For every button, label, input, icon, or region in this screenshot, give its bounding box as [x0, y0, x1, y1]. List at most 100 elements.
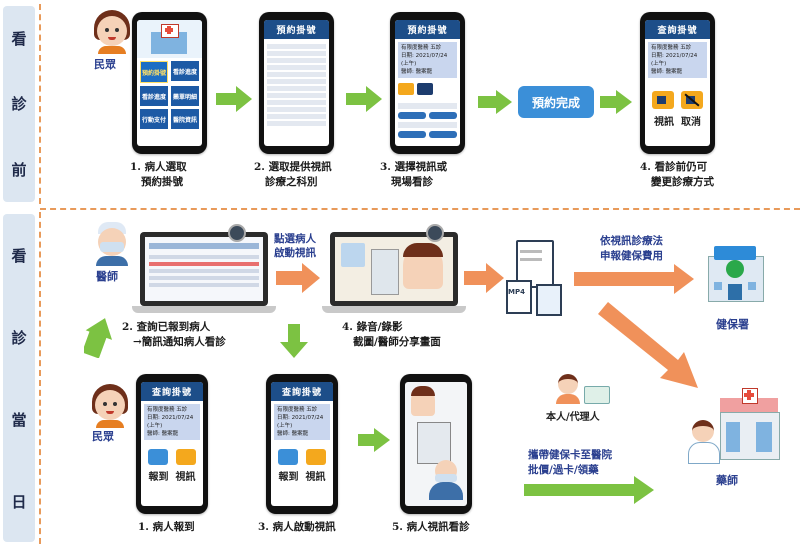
- click-patient-label: 點選病人 啟動視訊: [274, 233, 316, 259]
- info-line: 日期: 2021/07/24: [147, 415, 194, 421]
- appointment-info: 有限度醫務 五診 日期: 2021/07/24 (上午) 醫師: 醫案龍: [398, 42, 457, 78]
- caption-step1: 1. 病人選取 預約掛號: [130, 161, 187, 188]
- checkin-video-label: 報到 視訊: [148, 472, 196, 483]
- checkin-icon[interactable]: [148, 449, 168, 465]
- doctor-laptop-video: [322, 224, 466, 316]
- patient-label: 民眾: [92, 430, 114, 443]
- arrow-down-icon: [280, 324, 308, 358]
- sidebar-char: 看: [11, 246, 27, 265]
- department-list: [264, 39, 329, 131]
- nhi-card-icon: [584, 386, 610, 404]
- sidebar-char: 診: [11, 95, 27, 114]
- hospital-icon: [137, 20, 202, 58]
- arrow-right-icon: [478, 90, 512, 114]
- sidebar-char: 當: [11, 410, 27, 429]
- phone-video-consult: [400, 374, 472, 514]
- mp4-label: MP4: [508, 288, 525, 296]
- phone-choose-mode: 預約掛號 有限度醫務 五診 日期: 2021/07/24 (上午) 醫師: 醫案…: [390, 12, 465, 154]
- pharmacy-building-icon: [712, 388, 784, 468]
- phone-title: 查詢掛號: [141, 382, 203, 401]
- sidebar-visit-day: 看 診 當 日: [3, 214, 35, 542]
- info-line: 日期: 2021/07/24: [277, 415, 324, 421]
- section-divider: [40, 208, 800, 210]
- sidebar-char: 診: [11, 328, 27, 347]
- info-line: 醫師: 醫案龍: [651, 69, 683, 75]
- phone-start-video: 查詢掛號 有限度醫務 五診 日期: 2021/07/24 (上午) 醫師: 醫案…: [266, 374, 338, 514]
- patient-label: 民眾: [94, 58, 116, 71]
- info-line: (上午): [147, 423, 163, 429]
- arrow-right-icon: [346, 86, 382, 112]
- sidebar-before-visit: 看 診 前: [3, 6, 35, 202]
- divider-vertical: [39, 212, 41, 544]
- video-camera-icon[interactable]: [651, 91, 674, 109]
- info-line: 日期: 2021/07/24: [651, 53, 698, 59]
- checkin-icon[interactable]: [278, 449, 298, 465]
- video-camera-icon[interactable]: [398, 83, 414, 95]
- menu-tile[interactable]: 行動支付: [140, 109, 168, 129]
- menu-tile-appointment[interactable]: 預約掛號: [140, 61, 168, 83]
- info-line: (上午): [651, 61, 667, 67]
- info-line: 有限度醫務 五診: [401, 45, 442, 51]
- arrow-right-icon: [276, 263, 320, 293]
- menu-tile[interactable]: 看診進度: [140, 86, 168, 106]
- info-line: 醫師: 醫案龍: [401, 69, 433, 75]
- caption-p5: 5. 病人視訊看診: [392, 521, 470, 533]
- doctor-label: 醫師: [96, 270, 118, 283]
- info-line: 有限度醫務 五診: [277, 407, 318, 413]
- menu-tile[interactable]: 醫院資訊: [171, 109, 199, 129]
- caption-day4: 4. 錄音/錄影 截圖/醫師分享畫面: [342, 321, 441, 348]
- onsite-icon[interactable]: [417, 83, 433, 95]
- phone-menu: 預約掛號 看診進度 看診進度 藥單明細 行動支付 醫院資訊: [132, 12, 207, 154]
- doctor-laptop-list: [132, 224, 276, 316]
- cancel-video-icon[interactable]: [681, 91, 704, 109]
- webcam-icon: [426, 224, 444, 242]
- doctor-avatar: [92, 222, 132, 266]
- xray-icon: [417, 422, 451, 464]
- pharmacist-avatar: [688, 420, 720, 464]
- booking-complete-badge: 預約完成: [518, 86, 594, 118]
- video-camera-icon[interactable]: [306, 449, 326, 465]
- sidebar-char: 前: [11, 160, 27, 179]
- appointment-info: 有限度醫務 五診 日期: 2021/07/24 (上午) 醫師: 醫案龍: [274, 404, 330, 440]
- caption-step3: 3. 選擇視訊或 現場看診: [380, 161, 448, 188]
- arrow-up-right-icon: [84, 318, 113, 358]
- sidebar-char: 看: [11, 30, 27, 49]
- webcam-icon: [228, 224, 246, 242]
- video-camera-icon[interactable]: [176, 449, 196, 465]
- nhi-label: 健保署: [716, 318, 749, 331]
- pharmacist-label: 藥師: [716, 474, 738, 487]
- divider-vertical: [39, 4, 41, 204]
- caption-step2: 2. 選取提供視訊 診療之科別: [254, 161, 332, 188]
- arrow-right-icon: [464, 263, 504, 293]
- arrow-right-icon: [574, 264, 694, 294]
- info-line: 日期: 2021/07/24: [401, 53, 448, 59]
- self-proxy-avatar: [556, 374, 580, 404]
- declare-nhi-label: 依視訊診療法 申報健保費用: [600, 235, 663, 262]
- card-note-label: 攜帶健保卡至醫院 批價/過卡/領藥: [528, 449, 612, 476]
- info-line: 醫師: 醫案龍: [147, 431, 179, 437]
- appointment-info: 有限度醫務 五診 日期: 2021/07/24 (上午) 醫師: 醫案龍: [648, 42, 707, 78]
- phone-title: 查詢掛號: [271, 382, 333, 401]
- caption-day2: 2. 查詢已報到病人 →簡訊通知病人看診: [122, 321, 226, 348]
- info-line: 有限度醫務 五診: [651, 45, 692, 51]
- patient-avatar: [92, 10, 132, 54]
- sidebar-char: 日: [11, 492, 27, 511]
- menu-tile[interactable]: 看診進度: [171, 61, 199, 81]
- info-line: (上午): [277, 423, 293, 429]
- arrow-right-icon: [524, 476, 654, 504]
- arrow-down-right-icon: [598, 302, 698, 388]
- phone-title: 預約掛號: [264, 20, 329, 39]
- caption-step4: 4. 看診前仍可 變更診療方式: [640, 161, 714, 188]
- checkin-video-label: 報到 視訊: [278, 472, 326, 483]
- doctor-video-icon: [429, 460, 463, 500]
- menu-tile[interactable]: 藥單明細: [171, 86, 199, 106]
- phone-checkin: 查詢掛號 有限度醫務 五診 日期: 2021/07/24 (上午) 醫師: 醫案…: [136, 374, 208, 514]
- arrow-right-icon: [216, 86, 252, 112]
- phone-title: 查詢掛號: [645, 20, 710, 39]
- nhi-building-icon: [700, 240, 770, 308]
- record-documents-icon: MP4: [506, 240, 562, 316]
- self-proxy-label: 本人/代理人: [546, 412, 600, 423]
- appointment-info: 有限度醫務 五診 日期: 2021/07/24 (上午) 醫師: 醫案龍: [144, 404, 200, 440]
- info-line: (上午): [401, 61, 417, 67]
- phone-change-mode: 查詢掛號 有限度醫務 五診 日期: 2021/07/24 (上午) 醫師: 醫案…: [640, 12, 715, 154]
